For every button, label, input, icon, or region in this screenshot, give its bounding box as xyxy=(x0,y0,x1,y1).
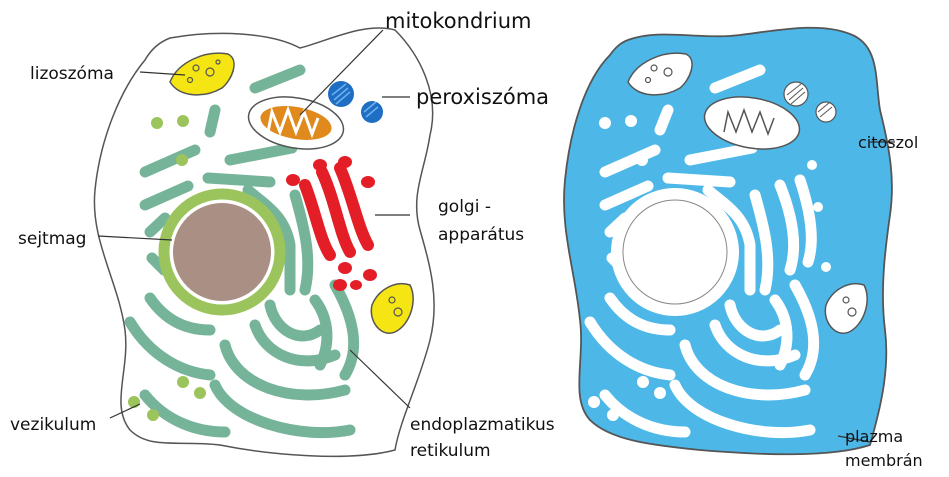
label-er-line2: retikulum xyxy=(410,441,491,461)
label-golgi-line2: apparátus xyxy=(438,225,524,245)
right-cell: citoszol plazma membrán xyxy=(564,28,923,470)
right-nucleus xyxy=(615,192,735,312)
label-mitokondrium: mitokondrium xyxy=(385,9,532,33)
label-plazma-line2: membrán xyxy=(845,451,923,470)
left-nucleus xyxy=(164,194,280,310)
label-vezikulum: vezikulum xyxy=(10,415,96,435)
label-peroxiszoma: peroxiszóma xyxy=(416,85,549,109)
label-sejtmag: sejtmag xyxy=(18,229,86,249)
label-plazma-line1: plazma xyxy=(845,427,903,446)
left-cell: lizoszóma mitokondrium peroxiszóma sejtm… xyxy=(10,9,555,461)
label-lizoszoma: lizoszóma xyxy=(30,64,114,84)
label-golgi-line1: golgi - xyxy=(438,197,491,217)
label-er-line1: endoplazmatikus xyxy=(410,415,555,435)
label-citoszol: citoszol xyxy=(858,133,918,152)
